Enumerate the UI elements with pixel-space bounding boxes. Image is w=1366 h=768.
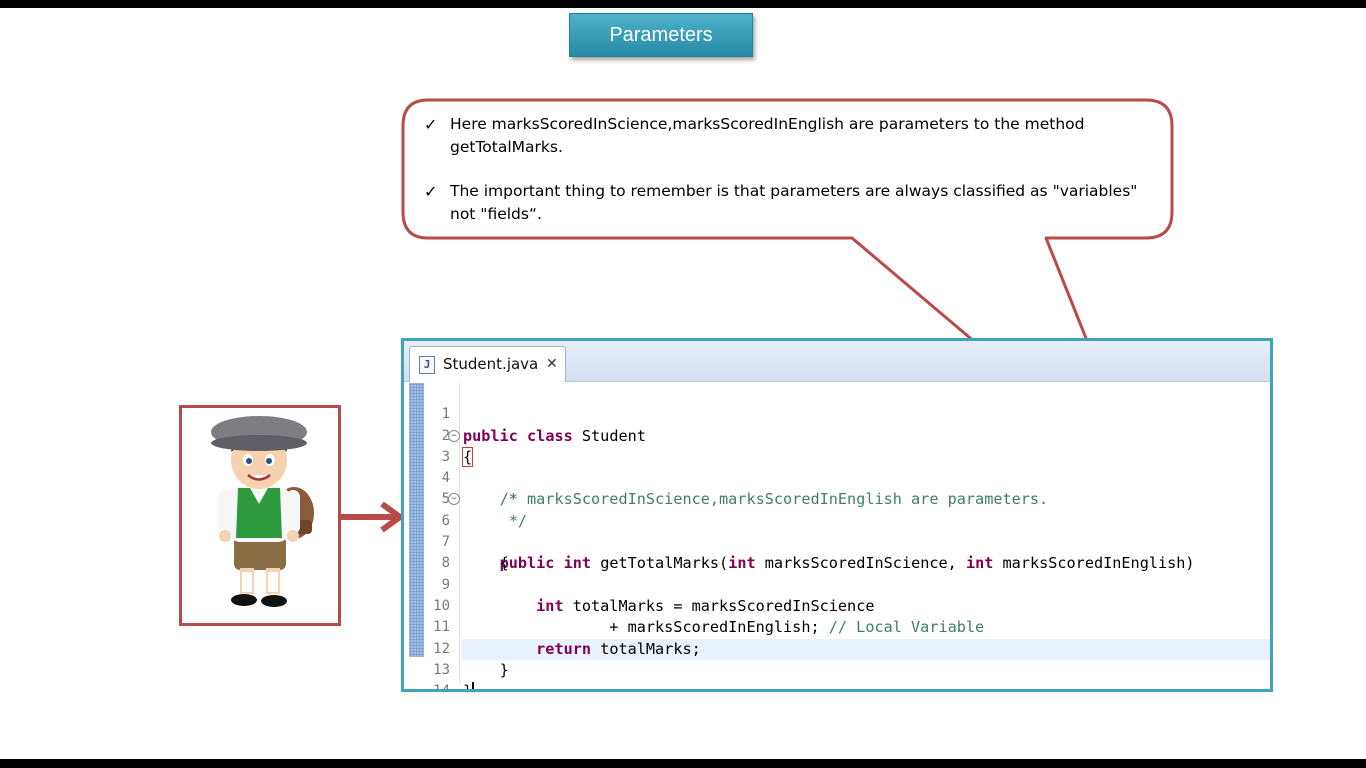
code-text: Student <box>572 426 646 445</box>
fold-collapse-icon[interactable]: − <box>448 429 460 442</box>
line-number: 11 <box>433 619 450 636</box>
keyword: int <box>563 554 592 573</box>
line-number: 12 <box>433 640 450 657</box>
current-line-highlight <box>462 639 1270 660</box>
comment: */ <box>463 511 528 530</box>
gutter-divider <box>459 383 460 683</box>
callout-text: ✓ Here marksScoredInScience,marksScoredI… <box>424 113 1144 247</box>
arrow-right-icon <box>338 501 406 533</box>
tab-label: Student.java <box>443 355 539 373</box>
editor-tab-strip: J Student.java ✕ <box>404 341 1270 382</box>
callout-bullet: ✓ Here marksScoredInScience,marksScoredI… <box>424 113 1144 159</box>
code-text: marksScoredInEnglish) <box>993 554 1195 573</box>
code-line: 7 { <box>404 511 1270 572</box>
comment: * marksScoredInScience,marksScoredInEngl… <box>463 490 1049 509</box>
checkmark-icon: ✓ <box>424 182 438 201</box>
code-text: marksScoredInScience, <box>755 554 966 573</box>
callout-bullet: ✓ The important thing to remember is tha… <box>424 180 1144 226</box>
editor-vertical-ruler <box>409 383 424 657</box>
code-line: 2 { <box>404 404 1270 467</box>
student-illustration-frame <box>179 405 341 626</box>
close-icon[interactable]: ✕ <box>546 355 558 371</box>
code-text: getTotalMarks( <box>591 554 729 573</box>
line-number: 9 <box>441 576 450 593</box>
bullet-text: The important thing to remember is that … <box>450 182 1138 223</box>
java-file-icon: J <box>419 356 435 374</box>
code-line: 4 * marksScoredInScience,marksScoredInEn… <box>404 447 1270 508</box>
code-line: 14 <box>404 660 1270 689</box>
line-number: 8 <box>441 555 450 572</box>
keyword: class <box>527 426 573 445</box>
matching-brace: { <box>461 446 474 467</box>
code-line: 10 + marksScoredInEnglish; // Local Vari… <box>404 575 1270 636</box>
line-number: 7 <box>441 534 450 551</box>
text-cursor: } <box>463 682 475 689</box>
code-text: + marksScoredInEnglish; <box>463 618 829 637</box>
comment: // Local Variable <box>828 618 985 637</box>
bullet-text: Here marksScoredInScience,marksScoredInE… <box>450 115 1085 156</box>
line-number: 13 <box>433 661 450 678</box>
slide-title: Parameters <box>569 13 753 57</box>
fold-collapse-icon[interactable]: − <box>448 493 460 506</box>
comment: /* <box>463 490 518 509</box>
code-line: 12 } <box>404 617 1270 679</box>
top-black-bar <box>0 0 1366 8</box>
code-text: { <box>463 554 509 573</box>
code-text: totalMarks; <box>591 639 701 658</box>
code-line: 5 */ <box>404 468 1270 529</box>
line-number: 1 <box>441 406 450 423</box>
bottom-black-bar <box>0 759 1366 768</box>
line-number: 14 <box>433 683 450 692</box>
code-text: totalMarks = marksScoredInScience <box>563 596 875 615</box>
line-number: 10 <box>433 597 450 614</box>
code-line: 13 } <box>404 639 1270 689</box>
tab-student-java[interactable]: J Student.java ✕ <box>409 346 566 382</box>
code-line: 6 − public int getTotalMarks(int marksSc… <box>404 489 1270 572</box>
keyword: int <box>728 554 756 573</box>
code-line: 1 public class Student <box>404 383 1270 444</box>
code-line: 8 <box>404 532 1270 571</box>
keyword: public <box>499 554 555 573</box>
code-line: 9 int totalMarks = marksScoredInScience <box>404 553 1270 615</box>
code-text: } <box>463 660 509 679</box>
code-line: 3 − /* <box>404 426 1270 508</box>
line-number: 3 <box>441 448 450 465</box>
code-line: 11 return totalMarks; <box>404 596 1270 657</box>
keyword: public <box>463 426 518 445</box>
line-number: 4 <box>441 470 450 487</box>
line-number: 5 <box>441 491 450 508</box>
code-area[interactable]: 1 public class Student 2 { 3 − /* 4 * ma… <box>404 383 1270 689</box>
line-number: 6 <box>441 512 450 529</box>
line-number: 2 <box>441 427 450 444</box>
checkmark-icon: ✓ <box>424 115 438 134</box>
keyword: return <box>536 639 592 658</box>
keyword: int <box>536 596 564 615</box>
student-cartoon-image <box>211 416 314 607</box>
keyword: int <box>965 554 994 573</box>
code-editor: J Student.java ✕ 1 public class Student … <box>401 338 1273 692</box>
